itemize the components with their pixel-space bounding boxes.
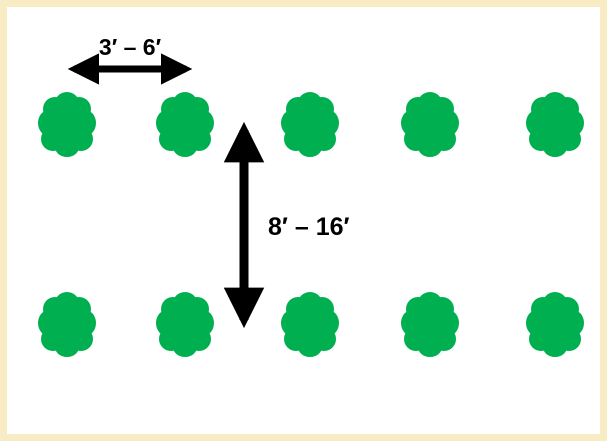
shrub-icon — [156, 92, 214, 157]
shrub-icon — [281, 92, 339, 157]
plant-grid — [38, 92, 584, 357]
between-row-spacing-label: 8′ – 16′ — [268, 213, 350, 241]
shrub-icon — [526, 292, 584, 357]
shrub-icon — [401, 292, 459, 357]
shrub-icon — [38, 92, 96, 157]
shrub-icon — [38, 292, 96, 357]
shrub-icon — [526, 92, 584, 157]
shrub-icon — [401, 92, 459, 157]
shrub-icon — [281, 292, 339, 357]
in-row-spacing-label: 3′ – 6′ — [99, 34, 162, 60]
shrub-icon — [156, 292, 214, 357]
